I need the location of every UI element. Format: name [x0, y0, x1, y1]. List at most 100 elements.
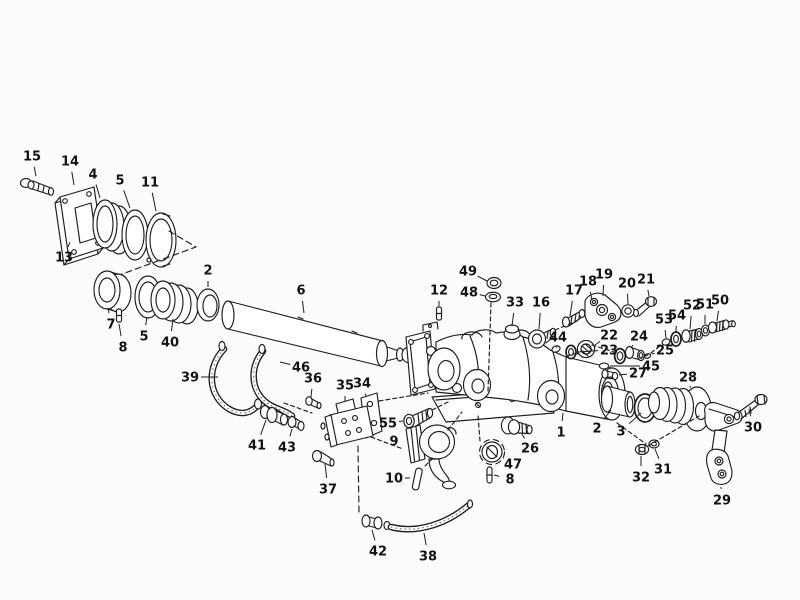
- part-label: 15: [23, 150, 41, 165]
- part-label: 40: [161, 336, 179, 351]
- leader-line: [630, 344, 634, 349]
- bellows-28: [647, 386, 712, 432]
- part-label: 13: [55, 251, 73, 266]
- part-label: 44: [549, 331, 567, 346]
- plug-55: [403, 407, 434, 429]
- fitting-52: [681, 328, 704, 343]
- leader-line: [279, 361, 291, 365]
- leader-line: [716, 310, 719, 322]
- leader-line: [651, 352, 655, 355]
- leader-line: [589, 291, 593, 301]
- elbow-flange-19: [584, 292, 622, 328]
- leader-line: [594, 340, 601, 346]
- part-label: 6: [296, 284, 305, 299]
- part-label: 2: [592, 422, 601, 437]
- part-label: 47: [504, 458, 522, 473]
- part-label: 14: [61, 155, 79, 170]
- leader-line: [310, 388, 313, 398]
- part-label: 49: [459, 265, 477, 280]
- plug-16: [527, 327, 557, 349]
- part-label: 3: [616, 425, 625, 440]
- leader-line: [628, 412, 642, 425]
- ring-24: [613, 345, 645, 365]
- part-label: 46: [292, 361, 310, 376]
- part-label: 22: [600, 329, 618, 344]
- clamp-block: [320, 405, 374, 448]
- leader-line: [602, 284, 604, 297]
- part-label: 31: [654, 463, 672, 478]
- part-label: 9: [389, 435, 398, 450]
- part-label: 25: [656, 344, 674, 359]
- knurled-cap-47: [478, 438, 506, 466]
- part-label: 36: [304, 372, 322, 387]
- bolt-36: [305, 396, 322, 410]
- drop-arm-29: [704, 401, 743, 485]
- cup-11: [145, 212, 177, 268]
- part-label: 18: [579, 275, 597, 290]
- pin-10: [411, 467, 423, 491]
- oval-45: [598, 362, 610, 370]
- seal-ring-23: [565, 344, 577, 360]
- leader-line: [301, 300, 305, 314]
- leader-line: [371, 529, 376, 541]
- part-label: 52: [683, 299, 701, 314]
- part-label: 19: [595, 268, 613, 283]
- fitting-42: [361, 514, 391, 531]
- hose-39: [208, 340, 263, 417]
- leader-line: [118, 323, 122, 337]
- clamp-dashes: [283, 392, 429, 450]
- valve-50: [707, 319, 736, 334]
- part-label: 33: [506, 296, 524, 311]
- leader-line: [561, 412, 564, 422]
- part-label: 32: [632, 471, 650, 486]
- bolt-21: [633, 296, 658, 318]
- part-label: 34: [353, 377, 371, 392]
- cap-47-dash: [447, 411, 481, 442]
- leader-line: [364, 393, 367, 397]
- washer-20: [621, 304, 635, 318]
- bellows-40: [150, 280, 199, 325]
- leader-line: [95, 184, 101, 199]
- part-label: 48: [460, 286, 478, 301]
- part-label: 5: [139, 330, 148, 345]
- leader-line: [538, 312, 541, 330]
- bolt-15: [19, 177, 55, 196]
- clip-25: [643, 353, 652, 359]
- part-label: 7: [106, 318, 115, 333]
- nut-49: [486, 276, 502, 290]
- part-label: 45: [642, 360, 660, 375]
- leader-line: [493, 474, 500, 477]
- leader-line: [260, 419, 267, 435]
- union-fitting-41: [259, 404, 289, 426]
- part-label: 10: [385, 472, 403, 487]
- fitting-43: [287, 415, 305, 432]
- part-label: 55: [379, 417, 397, 432]
- bushing-2-right: [600, 385, 636, 418]
- washer-48: [484, 291, 502, 303]
- part-label: 11: [141, 176, 159, 191]
- cylinder-tube-6: [221, 300, 415, 368]
- bracket-9: [405, 424, 457, 490]
- part-label: 21: [637, 273, 655, 288]
- leader-line: [71, 171, 75, 186]
- leader-line: [67, 241, 71, 247]
- fitting-17: [561, 308, 586, 328]
- hose-38: [387, 499, 474, 533]
- leader-line: [107, 307, 110, 314]
- part-label: 26: [521, 442, 539, 457]
- leader-line: [689, 315, 692, 330]
- part-label: 53: [655, 313, 673, 328]
- fitting-axis-dashed: [554, 320, 578, 331]
- hose-46: [250, 343, 296, 420]
- part-label: 4: [88, 168, 97, 183]
- leader-line: [511, 312, 515, 327]
- part-label: 24: [630, 330, 648, 345]
- ring-2-left: [196, 288, 220, 322]
- ring-54: [670, 331, 682, 347]
- part-label: 27: [629, 367, 647, 382]
- leader-line: [618, 373, 628, 376]
- cup-7: [93, 270, 132, 313]
- part-label: 17: [565, 284, 583, 299]
